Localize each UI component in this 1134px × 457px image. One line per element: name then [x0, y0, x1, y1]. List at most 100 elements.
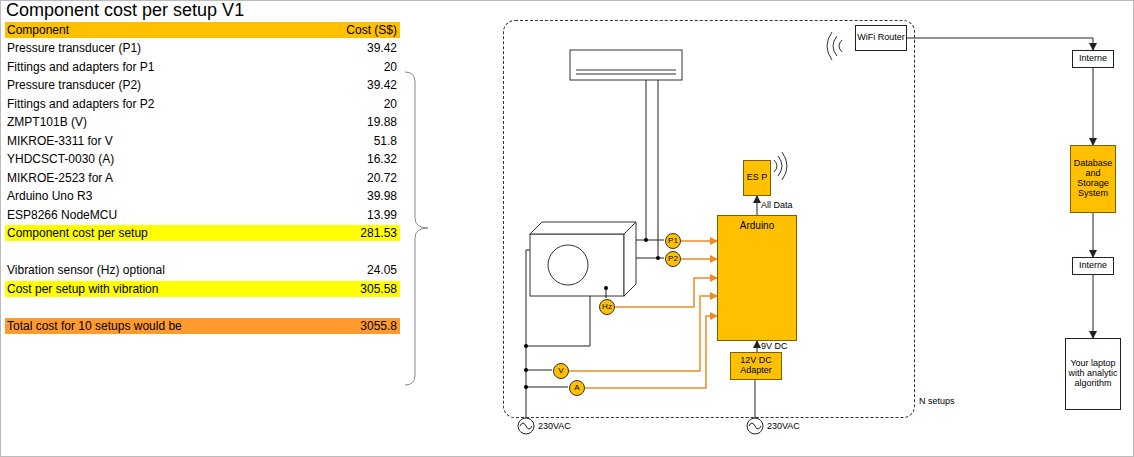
drawing-part	[636, 258, 658, 259]
cost-cell: Cost (S$)	[346, 22, 397, 38]
edge-label: 9V DC	[761, 341, 788, 351]
outdoor-unit	[530, 222, 636, 296]
ac-source	[518, 418, 763, 434]
component-cell: Pressure transducer (P2)	[7, 77, 141, 93]
sensor-circle: P1	[665, 233, 681, 249]
pipes	[636, 80, 664, 258]
node-text: Interne	[1079, 261, 1107, 271]
component-cell: MIKROE-3311 for V	[7, 133, 113, 149]
cost-cell: 19.88	[367, 114, 397, 130]
component-cell: Pressure transducer (P1)	[7, 40, 141, 56]
connector	[615, 278, 717, 307]
drawing-part	[839, 40, 842, 52]
drawing-part	[576, 74, 676, 75]
sensor-circle: V	[553, 363, 569, 379]
cost-cell: 13.99	[367, 207, 397, 223]
adapter-box: 12V DC Adapter	[730, 352, 782, 380]
connector	[1093, 275, 1094, 338]
drawing-part	[526, 387, 568, 388]
cost-cell: 305.58	[360, 281, 397, 297]
cost-cell: 20	[384, 59, 397, 75]
node-text: A	[574, 384, 579, 393]
connector	[1093, 213, 1094, 257]
component-cell: Component cost per setup	[7, 225, 148, 241]
drawing-part	[827, 32, 832, 60]
node-text: Interne	[1079, 54, 1107, 64]
cost-cell: 3055.8	[360, 318, 397, 334]
edge-label: All Data	[761, 200, 793, 210]
connector	[757, 196, 758, 215]
component-cell: ESP8266 NodeMCU	[7, 207, 117, 223]
cost-cell: 20.72	[367, 170, 397, 186]
node-text: WiFi Router	[857, 33, 905, 43]
component-cell: Vibration sensor (Hz) optional	[7, 262, 165, 278]
arduino-box: Arduino	[717, 215, 797, 341]
junction-dot	[524, 368, 528, 372]
drawing-part	[774, 160, 777, 172]
sensor-circle: A	[569, 380, 585, 396]
drawing-part	[526, 370, 552, 371]
connector	[569, 296, 717, 371]
internet-box: Interne	[1072, 50, 1114, 68]
node-text: Hz	[602, 303, 612, 312]
component-cell: Component	[7, 22, 69, 38]
connector	[907, 38, 1093, 50]
esp-box: ES P	[743, 160, 771, 196]
drawing-part	[624, 222, 636, 296]
indoor-unit	[570, 50, 682, 80]
junction-dot	[656, 256, 660, 260]
node-text: P2	[668, 255, 678, 264]
drawing-part	[520, 423, 532, 429]
node-text: Database and Storage System	[1072, 159, 1114, 199]
junction-dot	[524, 385, 528, 389]
drawing-part	[530, 222, 636, 234]
component-cell: Fittings and adapters for P1	[7, 59, 154, 75]
supply-label: 230VAC	[538, 421, 571, 431]
drawing-part	[778, 156, 782, 176]
node-text: P1	[668, 237, 678, 246]
node-text: V	[558, 367, 563, 376]
drawing-part	[570, 50, 682, 80]
cost-cell: 20	[384, 96, 397, 112]
drawing-part	[658, 80, 664, 258]
supply-label: 230VAC	[767, 421, 800, 431]
component-cell: Total cost for 10 setups would be	[7, 318, 182, 334]
cost-cell: 24.05	[367, 262, 397, 278]
router-box: WiFi Router	[855, 25, 907, 51]
drawing-part	[646, 80, 664, 240]
drawing-part	[530, 234, 624, 296]
drawing-part	[749, 423, 761, 429]
component-cell: Cost per setup with vibration	[7, 281, 158, 297]
drawing-part	[526, 250, 530, 418]
cost-cell: 51.8	[374, 133, 397, 149]
component-cell: Arduino Uno R3	[7, 188, 92, 204]
connector	[757, 341, 758, 352]
drawing-part	[747, 418, 763, 434]
junction-dot	[524, 344, 528, 348]
sensor-circle: P2	[665, 251, 681, 267]
node-text: Arduino	[740, 220, 774, 231]
connector	[681, 258, 717, 260]
connector	[585, 316, 717, 388]
cost-cell: 16.32	[367, 151, 397, 167]
node-text: N setups	[919, 397, 955, 407]
bracket	[405, 72, 428, 385]
setup-group: N setupsWiFi RouterES PArduinoP1P2HzVA12…	[503, 20, 915, 418]
drawing-part	[548, 245, 588, 285]
sensor-circle: Hz	[599, 299, 615, 315]
node-text: 12V DC Adapter	[732, 356, 780, 376]
component-cell: ZMPT101B (V)	[7, 114, 87, 130]
cost-cell: 39.42	[367, 77, 397, 93]
drawing-part	[576, 70, 676, 71]
node-text: ES P	[747, 173, 768, 183]
component-cell: Fittings and adapters for P2	[7, 96, 154, 112]
drawing-part	[755, 379, 756, 418]
internet-box: Interne	[1072, 257, 1114, 275]
page-title: Component cost per setup V1	[6, 0, 244, 21]
component-cell: MIKROE-2523 for A	[7, 170, 113, 186]
junction-dot	[644, 238, 648, 242]
junction-dot	[604, 286, 608, 290]
cost-cell: 39.98	[367, 188, 397, 204]
node-text: Your laptop with analytic algorithm	[1067, 359, 1119, 389]
drawing-part	[526, 296, 590, 346]
